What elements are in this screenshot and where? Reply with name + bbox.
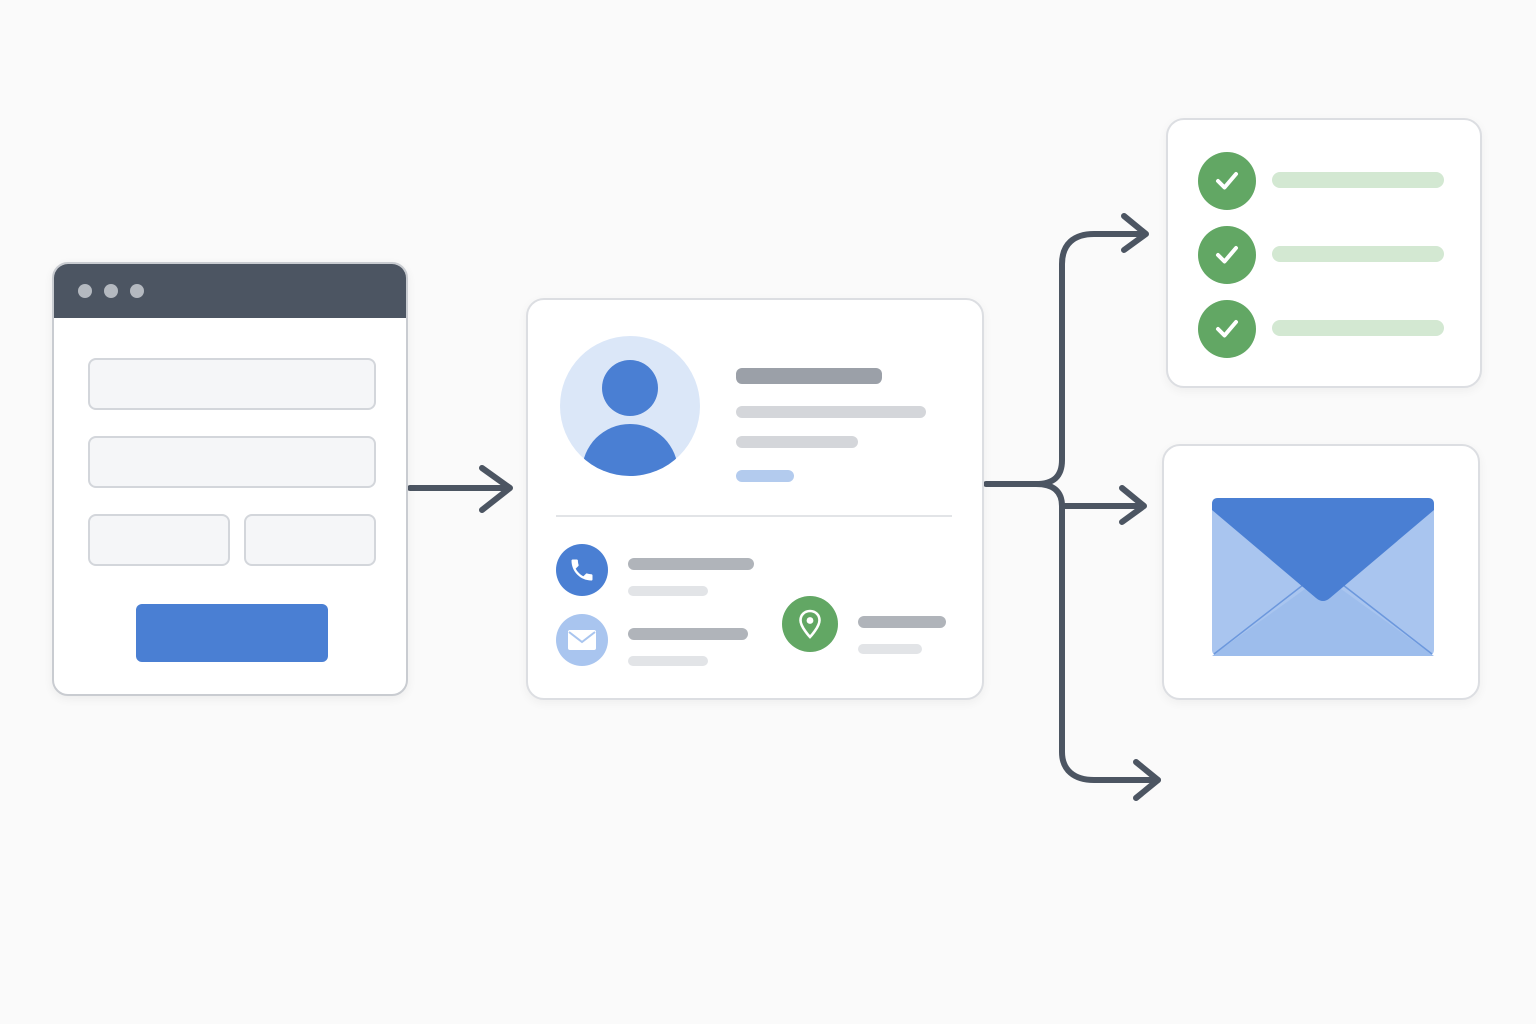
email-card	[1162, 444, 1480, 700]
contact-name-line	[736, 368, 882, 384]
arrowhead-down-branch	[1133, 759, 1161, 801]
location-pin-icon[interactable]	[782, 596, 838, 652]
phone-sub-line	[628, 586, 708, 596]
window-dot-icon	[130, 284, 144, 298]
mail-icon[interactable]	[556, 614, 608, 666]
checklist-item-line	[1272, 320, 1444, 336]
connector-down-branch	[1059, 503, 1161, 783]
avatar-head	[602, 360, 658, 416]
window-dot-icon	[78, 284, 92, 298]
mail-line	[628, 628, 748, 640]
location-sub-line	[858, 644, 922, 654]
checklist-card	[1166, 118, 1482, 388]
arrowhead-form-to-contact	[479, 465, 513, 513]
arrowhead-to-checklist	[1121, 213, 1149, 253]
form-window	[52, 262, 408, 696]
form-field-1[interactable]	[88, 358, 376, 410]
phone-icon[interactable]	[556, 544, 608, 596]
checklist-item-line	[1272, 246, 1444, 262]
connector-contact-trunk	[983, 231, 1147, 487]
checklist-item-line	[1272, 172, 1444, 188]
contact-tag-line	[736, 470, 794, 482]
contact-detail-line	[736, 436, 858, 448]
checkmark-icon[interactable]	[1198, 152, 1256, 210]
form-field-4[interactable]	[244, 514, 376, 566]
location-line	[858, 616, 946, 628]
checkmark-icon[interactable]	[1198, 226, 1256, 284]
window-titlebar	[54, 264, 406, 318]
contact-detail-line	[736, 406, 926, 418]
form-field-3[interactable]	[88, 514, 230, 566]
contact-card	[526, 298, 984, 700]
mail-sub-line	[628, 656, 708, 666]
submit-button[interactable]	[136, 604, 328, 662]
window-dot-icon	[104, 284, 118, 298]
arrowhead-to-email	[1119, 485, 1147, 525]
phone-line	[628, 558, 754, 570]
form-field-2[interactable]	[88, 436, 376, 488]
card-divider	[556, 515, 952, 517]
avatar-body	[582, 424, 678, 476]
envelope-icon	[1212, 498, 1434, 656]
person-icon	[560, 336, 700, 476]
checkmark-icon[interactable]	[1198, 300, 1256, 358]
connector-to-email	[1033, 481, 1145, 509]
